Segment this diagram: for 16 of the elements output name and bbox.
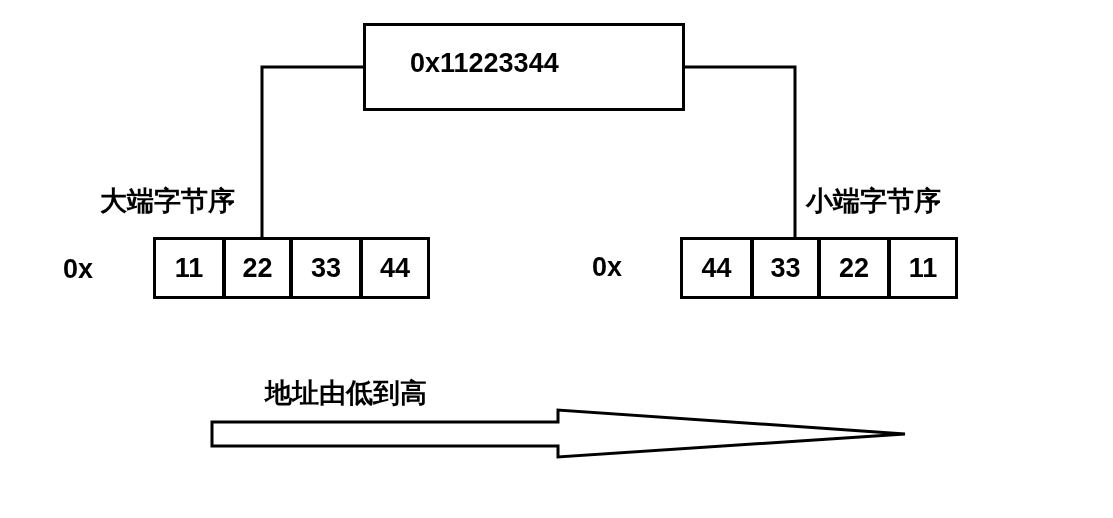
memory-cell: 22 [223,237,292,299]
memory-cell: 33 [751,237,820,299]
value-box: 0x11223344 [363,23,685,111]
memory-cell: 11 [888,237,958,299]
memory-cell: 33 [290,237,362,299]
heading-text: 大端字节序 [100,185,235,218]
prefix-label: 0x [63,254,94,285]
memory-cell: 11 [153,237,225,299]
connector-line [260,65,363,237]
heading-text: 小端字节序 [806,185,941,218]
memory-cell: 44 [680,237,753,299]
direction-label: 地址由低到高 [265,377,427,410]
prefix-label: 0x [592,252,623,283]
memory-cell: 22 [818,237,890,299]
memory-cell: 44 [360,237,430,299]
connector-line [685,65,797,237]
